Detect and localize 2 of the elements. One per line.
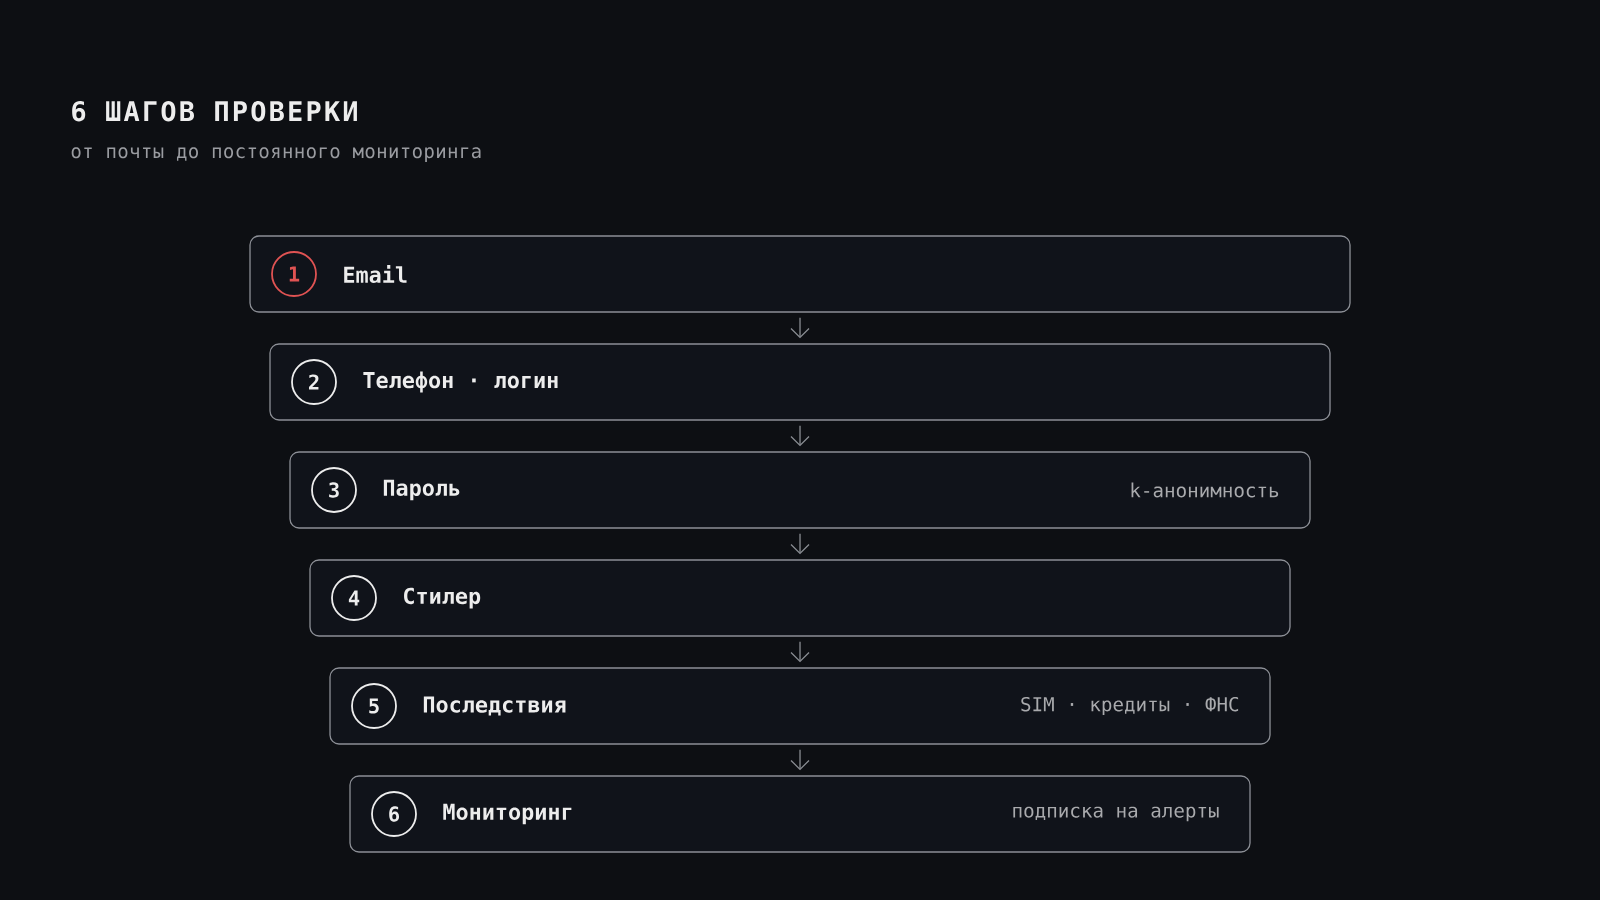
subtitle: от почты до постоянного мониторинга <box>71 147 481 162</box>
title: 6 ШАГОВ ПРОВЕРКИ <box>72 100 357 122</box>
